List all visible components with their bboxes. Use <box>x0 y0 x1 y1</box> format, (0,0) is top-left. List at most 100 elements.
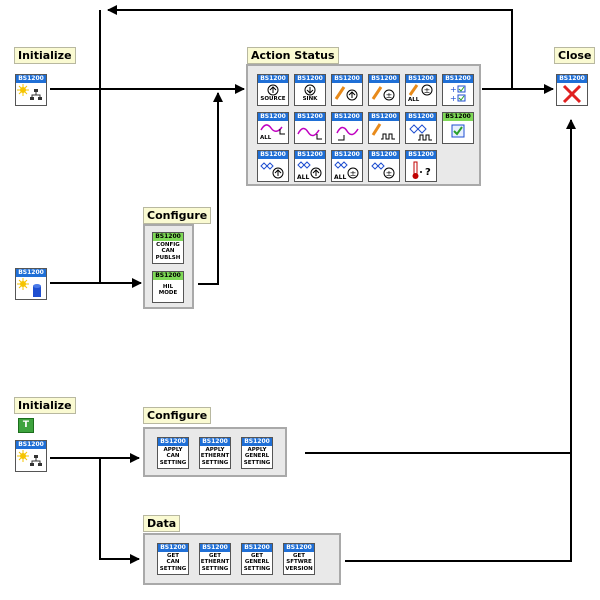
network-waveform-icon[interactable]: BS1200 <box>405 112 437 144</box>
initialize-label-top: Initialize <box>14 47 76 64</box>
get-general-setting-icon[interactable]: BS1200 GET GENERL SETTING <box>241 543 273 575</box>
apply-can-setting-icon[interactable]: BS1200 APPLY CAN SETTING <box>157 437 189 469</box>
write-source-icon[interactable]: BS1200 <box>331 74 363 106</box>
get-can-setting-icon[interactable]: BS1200 GET CAN SETTING <box>157 543 189 575</box>
icon-header: BS1200 <box>16 269 46 277</box>
close-icon[interactable]: BS1200 <box>556 74 588 106</box>
close-label: Close <box>554 47 596 64</box>
icon-line: CAN <box>161 248 175 255</box>
network-init-icon <box>17 84 42 100</box>
link-square-wave-icon <box>409 124 432 141</box>
check-box-icon <box>451 124 465 138</box>
icon-line: APPLY <box>163 447 183 453</box>
icon-header: BS1200 <box>258 75 288 83</box>
icon-line: MODE <box>158 290 178 297</box>
all-label: ALL <box>408 97 420 103</box>
icon-header: BS1200 <box>295 113 325 121</box>
icon-header: BS1200 <box>332 151 362 159</box>
checkbox-icon[interactable]: BS1200 <box>442 112 474 144</box>
network-plusminus-all-icon[interactable]: BS1200 ±ALL <box>331 150 363 182</box>
sink-icon[interactable]: BS1200 SINK <box>294 74 326 106</box>
icon-header: BS1200 <box>369 75 399 83</box>
initialize-icon-3[interactable]: BS1200 <box>15 440 47 472</box>
get-ethernet-setting-icon[interactable]: BS1200 GET ETHERNT SETTING <box>199 543 231 575</box>
configure-label-top: Configure <box>143 207 212 224</box>
icon-header: BS1200 <box>295 75 325 83</box>
icon-header: BS1200 <box>332 113 362 121</box>
icon-line: SETTING <box>201 459 229 466</box>
link-arrow-up-icon: ALL <box>297 161 322 181</box>
network-plusminus-icon[interactable]: BS1200 ± <box>368 150 400 182</box>
icon-line: GET <box>292 553 306 559</box>
icon-line: ETHERNT <box>200 559 230 566</box>
icon-header: BS1200 <box>153 272 183 280</box>
initialize-icon[interactable]: BS1200 <box>15 74 47 106</box>
icon-header: BS1200 <box>284 544 314 552</box>
svg-text:?: ? <box>425 167 431 178</box>
icon-header: BS1200 <box>16 441 46 449</box>
icon-header: BS1200 <box>153 233 183 241</box>
icon-header: BS1200 <box>158 544 188 552</box>
apply-ethernet-setting-icon[interactable]: BS1200 APPLY ETHERNT SETTING <box>199 437 231 469</box>
source-label: SOURCE <box>260 96 286 102</box>
icon-line: CONFIG <box>156 242 180 248</box>
icon-line: GENERL <box>244 453 270 460</box>
icon-header: BS1200 <box>200 544 230 552</box>
action-status-panel: BS1200 SOURCE BS1200 SINK BS1200 BS1200 … <box>246 64 481 186</box>
waveform-all-icon[interactable]: BS1200 ALL <box>257 112 289 144</box>
svg-text:±: ± <box>350 169 357 178</box>
configure-label-bottom: Configure <box>143 407 212 424</box>
icon-header: BS1200 <box>200 438 230 446</box>
plus-check-list-icon: ++ <box>450 85 466 103</box>
source-icon[interactable]: BS1200 SOURCE <box>257 74 289 106</box>
wire-configure-to-action <box>198 92 223 285</box>
hil-mode-icon[interactable]: BS1200 HIL MODE <box>152 271 184 303</box>
sink-label: SINK <box>302 96 318 102</box>
link-plusminus-icon: ± <box>371 162 395 179</box>
icon-header: BS1200 <box>557 75 587 83</box>
write-all-icon[interactable]: BS1200 ± ALL <box>405 74 437 106</box>
all-label: ALL <box>297 174 309 181</box>
write-waveform-icon[interactable]: BS1200 <box>368 112 400 144</box>
terminal-t-icon[interactable]: T <box>18 418 34 433</box>
database-init-icon <box>17 278 41 297</box>
icon-header: BS1200 <box>369 113 399 121</box>
icon-header: BS1200 <box>369 151 399 159</box>
icon-line: CAN <box>166 453 180 460</box>
icon-line: GET <box>208 553 222 559</box>
waveform-step-icon[interactable]: BS1200 <box>331 112 363 144</box>
icon-header: BS1200 <box>242 438 272 446</box>
icon-line: SETTING <box>159 565 187 572</box>
action-status-label: Action Status <box>247 47 339 64</box>
initialize-icon-2[interactable]: BS1200 <box>15 268 47 300</box>
icon-header: BS1200 <box>158 438 188 446</box>
write-plusminus-icon[interactable]: BS1200 ± <box>368 74 400 106</box>
pencil-arrow-up-icon <box>334 86 358 101</box>
network-source-all-icon[interactable]: BS1200 ALL <box>294 150 326 182</box>
svg-text:±: ± <box>386 169 393 178</box>
terminal-letter: T <box>22 420 30 430</box>
waveform-icon[interactable]: BS1200 <box>294 112 326 144</box>
svg-text:+: + <box>450 85 457 94</box>
network-source-icon[interactable]: BS1200 <box>257 150 289 182</box>
icon-line: SETTING <box>243 565 271 572</box>
icon-line: APPLY <box>205 447 225 453</box>
apply-general-setting-icon[interactable]: BS1200 APPLY GENERL SETTING <box>241 437 273 469</box>
config-can-publish-icon[interactable]: BS1200 CONFIG CAN PUBLSH <box>152 232 184 264</box>
checklist-icon[interactable]: BS1200 ++ <box>442 74 474 106</box>
arrow-down-circle-icon <box>304 84 316 96</box>
icon-header: BS1200 <box>406 113 436 121</box>
icon-line: HIL <box>162 284 174 290</box>
thermometer-question-icon: ? <box>412 161 431 179</box>
icon-line: GET <box>166 553 180 559</box>
sine-wave-icon <box>260 124 285 135</box>
icon-header: BS1200 <box>295 151 325 159</box>
temperature-query-icon[interactable]: BS1200 ? <box>405 150 437 182</box>
icon-line: SETTING <box>159 459 187 466</box>
get-software-version-icon[interactable]: BS1200 GET SFTWRE VERSION <box>283 543 315 575</box>
pencil-plusminus-icon: ± <box>371 86 395 101</box>
icon-header: BS1200 <box>258 113 288 121</box>
icon-header: BS1200 <box>332 75 362 83</box>
icon-line: PUBLSH <box>155 254 181 261</box>
wire-data-to-close <box>345 119 576 562</box>
